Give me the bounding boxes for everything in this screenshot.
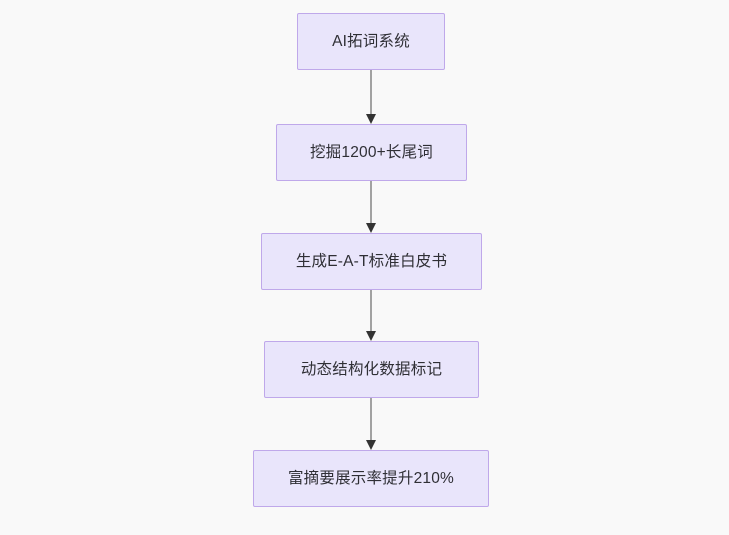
edge-n2-n3 bbox=[363, 181, 379, 235]
node-label: 挖掘1200+长尾词 bbox=[309, 143, 434, 161]
edge-n3-n4 bbox=[363, 290, 379, 343]
flowchart-node-dynamic-structured-data-markup[interactable]: 动态结构化数据标记 bbox=[264, 341, 479, 398]
flowchart-node-rich-snippet-impression-lift[interactable]: 富摘要展示率提升210% bbox=[253, 450, 489, 507]
flowchart-node-mine-longtail-keywords[interactable]: 挖掘1200+长尾词 bbox=[276, 124, 467, 181]
flowchart-node-generate-eat-whitepaper[interactable]: 生成E-A-T标准白皮书 bbox=[261, 233, 482, 290]
node-label: 生成E-A-T标准白皮书 bbox=[295, 252, 448, 270]
node-label: 动态结构化数据标记 bbox=[300, 360, 443, 378]
edge-n4-n5 bbox=[363, 398, 379, 452]
node-label: AI拓词系统 bbox=[332, 32, 410, 50]
flowchart-node-ai-keyword-system[interactable]: AI拓词系统 bbox=[297, 13, 445, 70]
node-label: 富摘要展示率提升210% bbox=[287, 469, 455, 487]
edge-n1-n2 bbox=[363, 70, 379, 126]
